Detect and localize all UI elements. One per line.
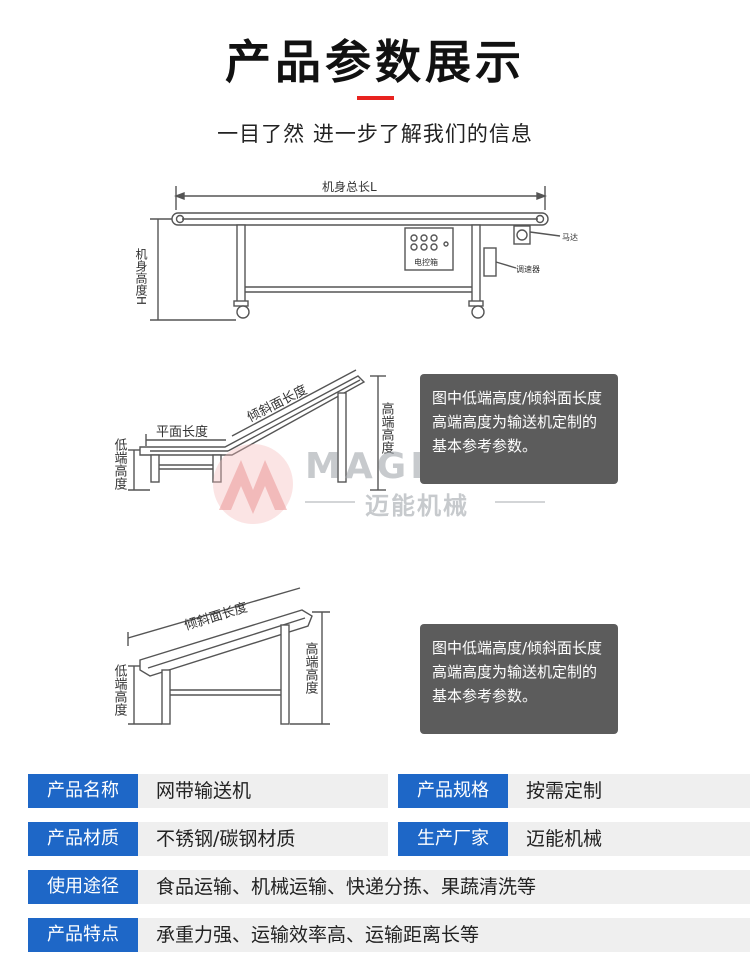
brand-divider-right <box>495 501 545 503</box>
speed-label: 调速器 <box>516 265 540 274</box>
diagram-horizontal-conveyor <box>150 186 561 321</box>
spec-label: 生产厂家 <box>398 822 508 856</box>
spec-label: 使用途径 <box>28 870 138 904</box>
conveyor-diagrams: 机身总长L 电控箱 马达 调速器 机身高度H 平面长度 倾斜面长度 低端高度 高… <box>112 179 578 725</box>
diagram-flat-incline-conveyor <box>128 369 386 491</box>
height-label: 机身高度H <box>134 248 148 305</box>
low-height-label: 低端高度 <box>112 664 128 716</box>
page-title: 产品参数展示 <box>225 35 525 89</box>
spec-label: 产品规格 <box>398 774 508 808</box>
note-box: 图中低端高度/倾斜面长度高端高度为输送机定制的基本参考参数。 <box>420 374 618 484</box>
spec-label: 产品特点 <box>28 918 138 952</box>
note-box: 图中低端高度/倾斜面长度高端高度为输送机定制的基本参考参数。 <box>420 624 618 734</box>
motor-label: 马达 <box>562 232 578 242</box>
high-height-label: 高端高度 <box>379 401 395 454</box>
spec-value: 迈能机械 <box>508 822 750 856</box>
brand-logo-icon <box>213 444 293 524</box>
high-height-label: 高端高度 <box>303 641 319 694</box>
diagram-incline-conveyor <box>127 587 330 725</box>
control-box-label: 电控箱 <box>414 257 438 267</box>
title-underline <box>357 96 394 100</box>
low-height-label: 低端高度 <box>112 438 128 490</box>
brand-name-cn: 迈能机械 <box>365 492 469 520</box>
spec-value: 网带输送机 <box>138 774 388 808</box>
flat-length-label: 平面长度 <box>156 424 208 440</box>
length-label: 机身总长L <box>322 179 377 194</box>
page-subtitle: 一目了然 进一步了解我们的信息 <box>217 122 533 146</box>
spec-value: 食品运输、机械运输、快递分拣、果蔬清洗等 <box>138 870 750 904</box>
brand-divider-left <box>305 501 355 503</box>
spec-value: 不锈钢/碳钢材质 <box>138 822 388 856</box>
spec-value: 按需定制 <box>508 774 750 808</box>
spec-label: 产品名称 <box>28 774 138 808</box>
spec-value: 承重力强、运输效率高、运输距离长等 <box>138 918 750 952</box>
spec-label: 产品材质 <box>28 822 138 856</box>
